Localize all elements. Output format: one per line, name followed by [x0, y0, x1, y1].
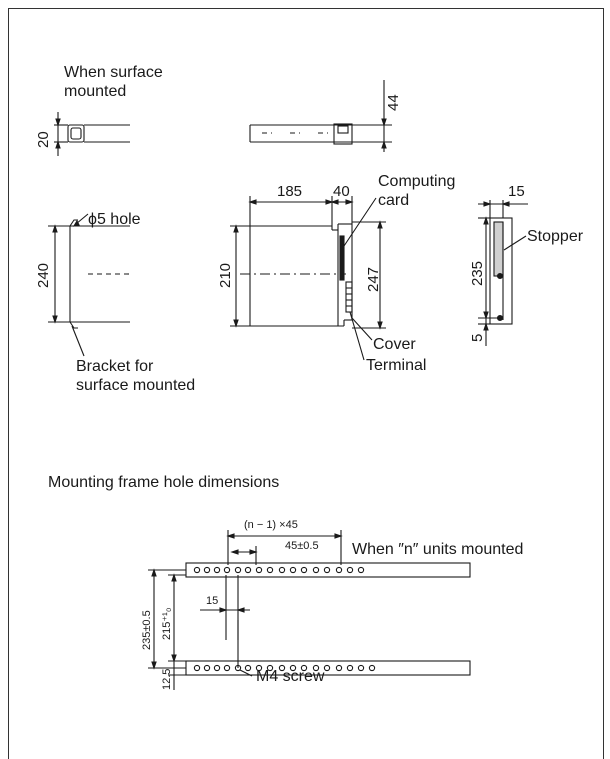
- dim-235-label: 235: [469, 261, 486, 286]
- computing-card-callout-line1: Computing: [378, 173, 456, 190]
- dim-15-stopper-label: 15: [508, 183, 525, 200]
- bracket-callout-line2: surface mounted: [76, 377, 196, 394]
- cover-callout: Cover: [373, 336, 416, 353]
- frame-rail-top: [185, 562, 471, 578]
- computing-card-callout-line2: card: [378, 192, 410, 209]
- page-border: [8, 8, 604, 759]
- dim-15-frame-label: 15: [206, 595, 218, 607]
- dim-12-5-label: 12.5: [161, 669, 173, 690]
- stopper-view: [478, 200, 528, 346]
- terminal-callout: Terminal: [366, 357, 427, 374]
- dim-20-label: 20: [35, 131, 52, 148]
- surface-mount-title-line2: mounted: [64, 83, 127, 100]
- dim-40-label: 40: [333, 183, 350, 200]
- m4-screw-callout: M4 screw: [256, 668, 325, 685]
- frame-rail-bottom: [185, 660, 471, 676]
- bracket-front-view: [48, 213, 130, 357]
- top-view-unit: [249, 80, 392, 152]
- dim-240-label: 240: [35, 263, 52, 288]
- dim-215-label: 215⁺¹₀: [161, 608, 173, 640]
- bracket-callout-line1: Bracket for: [76, 358, 154, 375]
- surface-mount-title-line1: When surface: [64, 64, 163, 81]
- frame-dimension-lines: [148, 530, 343, 690]
- units-mounted-callout: When ″n″ units mounted: [352, 541, 524, 558]
- dim-45-tolerance-label: 45±0.5: [285, 540, 319, 552]
- dim-44-label: 44: [385, 94, 402, 111]
- dim-5-label: 5: [469, 334, 486, 342]
- dim-235-tolerance-label: 235±0.5: [141, 610, 153, 650]
- stopper-callout: Stopper: [527, 228, 584, 245]
- side-end-view-small: [54, 112, 130, 156]
- dim-185-label: 185: [277, 183, 302, 200]
- hole-callout: ϕ5 hole: [88, 211, 141, 228]
- dim-n-minus-1-label: (n − 1) ×45: [244, 519, 298, 531]
- dim-247-label: 247: [365, 267, 382, 292]
- main-side-view: [230, 196, 386, 361]
- frame-hole-title: Mounting frame hole dimensions: [48, 474, 280, 491]
- dim-210-label: 210: [217, 263, 234, 288]
